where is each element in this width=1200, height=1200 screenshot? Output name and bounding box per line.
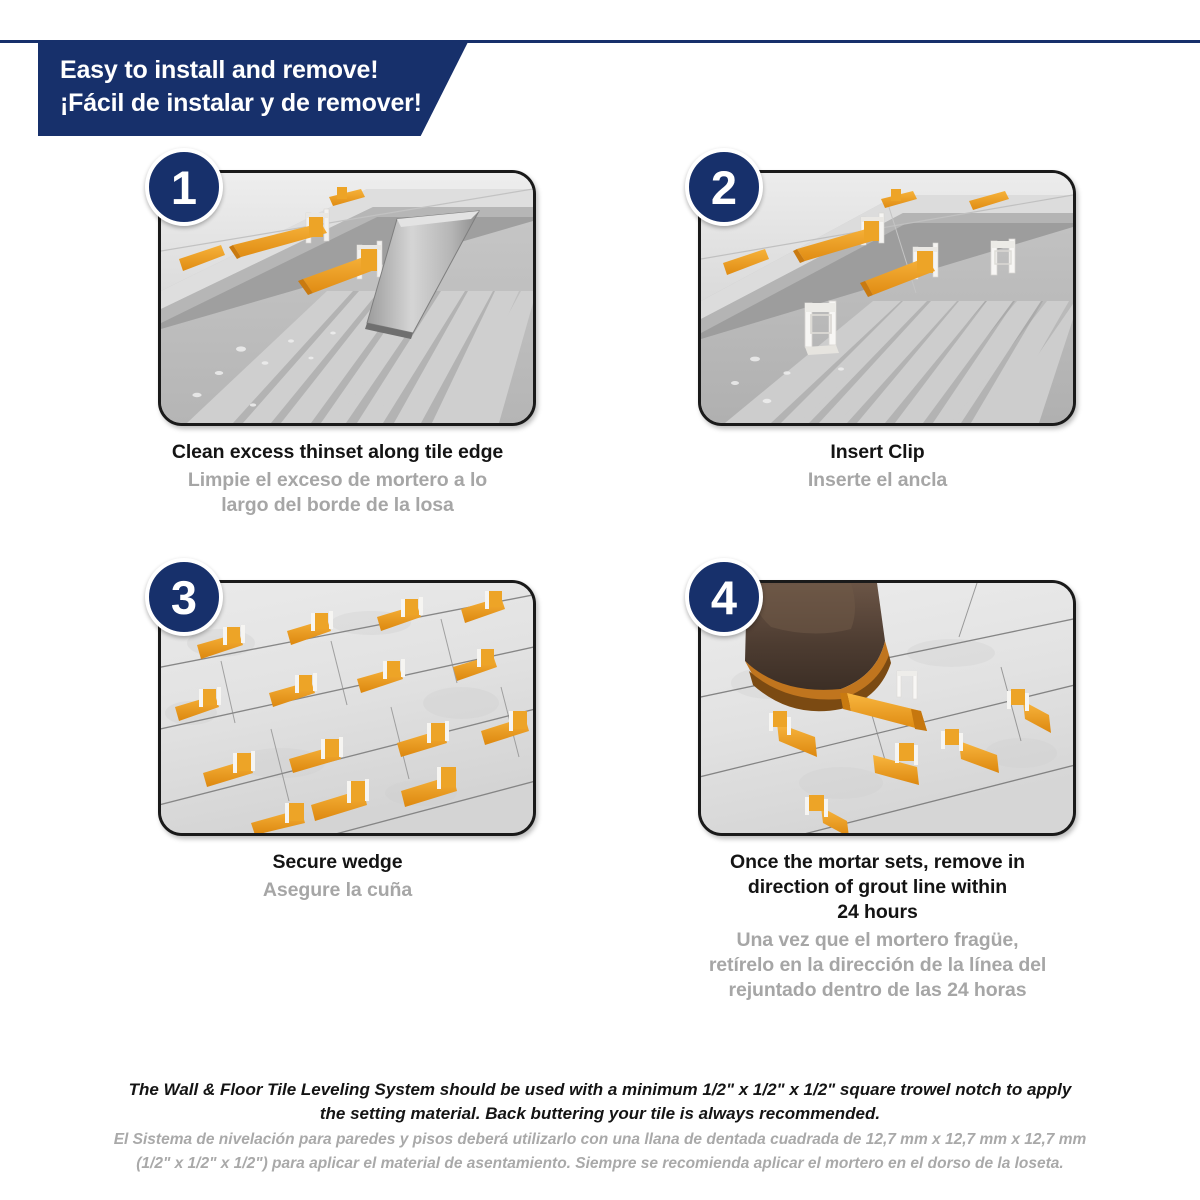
step-3-illustration xyxy=(161,583,533,833)
header-line-es: ¡Fácil de instalar y de remover! xyxy=(60,89,422,117)
step-4-caption-es: Una vez que el mortero fragüe, retírelo … xyxy=(685,928,1070,1003)
step-3-caption-en: Secure wedge xyxy=(272,851,403,873)
step-2-caption-en: Insert Clip xyxy=(830,441,925,463)
step-3-image xyxy=(158,580,536,836)
step-4-illustration xyxy=(701,583,1073,833)
header-top-rule xyxy=(0,40,1200,43)
step-3-caption-es: Asegure la cuña xyxy=(145,878,530,903)
footer-note: The Wall & Floor Tile Leveling System sh… xyxy=(60,1078,1140,1176)
header-line-en: Easy to install and remove! xyxy=(60,56,379,84)
step-1-image xyxy=(158,170,536,426)
footer-note-es-line-1: El Sistema de nivelación para paredes y … xyxy=(113,1131,1087,1148)
step-card-3: 3 Secure wedge Asegure la cuña xyxy=(145,558,536,903)
step-4-caption-en-line-3: 24 hours xyxy=(837,901,918,923)
step-3-caption-es-line-1: Asegure la cuña xyxy=(262,879,413,901)
step-4-caption-en-line-1: Once the mortar sets, remove in xyxy=(730,851,1025,873)
step-4-caption-en-line-2: direction of grout line within xyxy=(747,876,1008,898)
header-banner-shape xyxy=(38,42,468,136)
step-2-caption-es-line-1: Inserte el ancla xyxy=(807,469,948,491)
step-4-caption: Once the mortar sets, remove in directio… xyxy=(685,850,1070,1003)
step-1-caption-es: Limpie el exceso de mortero a lo largo d… xyxy=(145,468,530,518)
step-1-caption-en: Clean excess thinset along tile edge xyxy=(171,441,504,463)
step-2-image xyxy=(698,170,1076,426)
step-number-badge-2: 2 xyxy=(685,148,763,226)
step-number-badge-3: 3 xyxy=(145,558,223,636)
step-1-caption: Clean excess thinset along tile edge Lim… xyxy=(145,440,530,518)
step-card-4: 4 Once the mortar sets, remove in direct… xyxy=(685,558,1076,1003)
step-3-caption: Secure wedge Asegure la cuña xyxy=(145,850,530,903)
step-1-caption-es-line-1: Limpie el exceso de mortero a lo xyxy=(187,469,488,491)
footer-note-en: The Wall & Floor Tile Leveling System sh… xyxy=(60,1078,1140,1126)
step-card-1: 1 Clean excess thinset along tile edge L… xyxy=(145,148,536,518)
step-4-caption-es-line-3: rejuntado dentro de las 24 horas xyxy=(728,979,1027,1001)
footer-note-en-line-2: the setting material. Back buttering you… xyxy=(319,1104,881,1123)
step-4-caption-en: Once the mortar sets, remove in directio… xyxy=(685,850,1070,925)
footer-note-es-line-2: (1/2" x 1/2" x 1/2") para aplicar el mat… xyxy=(136,1155,1064,1172)
step-number-badge-1: 1 xyxy=(145,148,223,226)
step-2-caption: Insert Clip Inserte el ancla xyxy=(685,440,1070,493)
header-banner: Easy to install and remove! ¡Fácil de in… xyxy=(38,42,468,136)
step-2-illustration xyxy=(701,173,1073,423)
step-4-caption-es-line-1: Una vez que el mortero fragüe, xyxy=(736,929,1019,951)
step-2-caption-es: Inserte el ancla xyxy=(685,468,1070,493)
step-number-badge-4: 4 xyxy=(685,558,763,636)
header-banner-text: Easy to install and remove! ¡Fácil de in… xyxy=(60,54,422,120)
step-card-2: 2 Insert Clip Inserte el ancla xyxy=(685,148,1076,493)
step-1-illustration xyxy=(161,173,533,423)
footer-note-en-line-1: The Wall & Floor Tile Leveling System sh… xyxy=(128,1080,1072,1099)
footer-note-es: El Sistema de nivelación para paredes y … xyxy=(60,1128,1140,1176)
step-4-caption-es-line-2: retírelo en la dirección de la línea del xyxy=(708,954,1047,976)
step-1-caption-es-line-2: largo del borde de la losa xyxy=(221,494,454,516)
step-4-image xyxy=(698,580,1076,836)
